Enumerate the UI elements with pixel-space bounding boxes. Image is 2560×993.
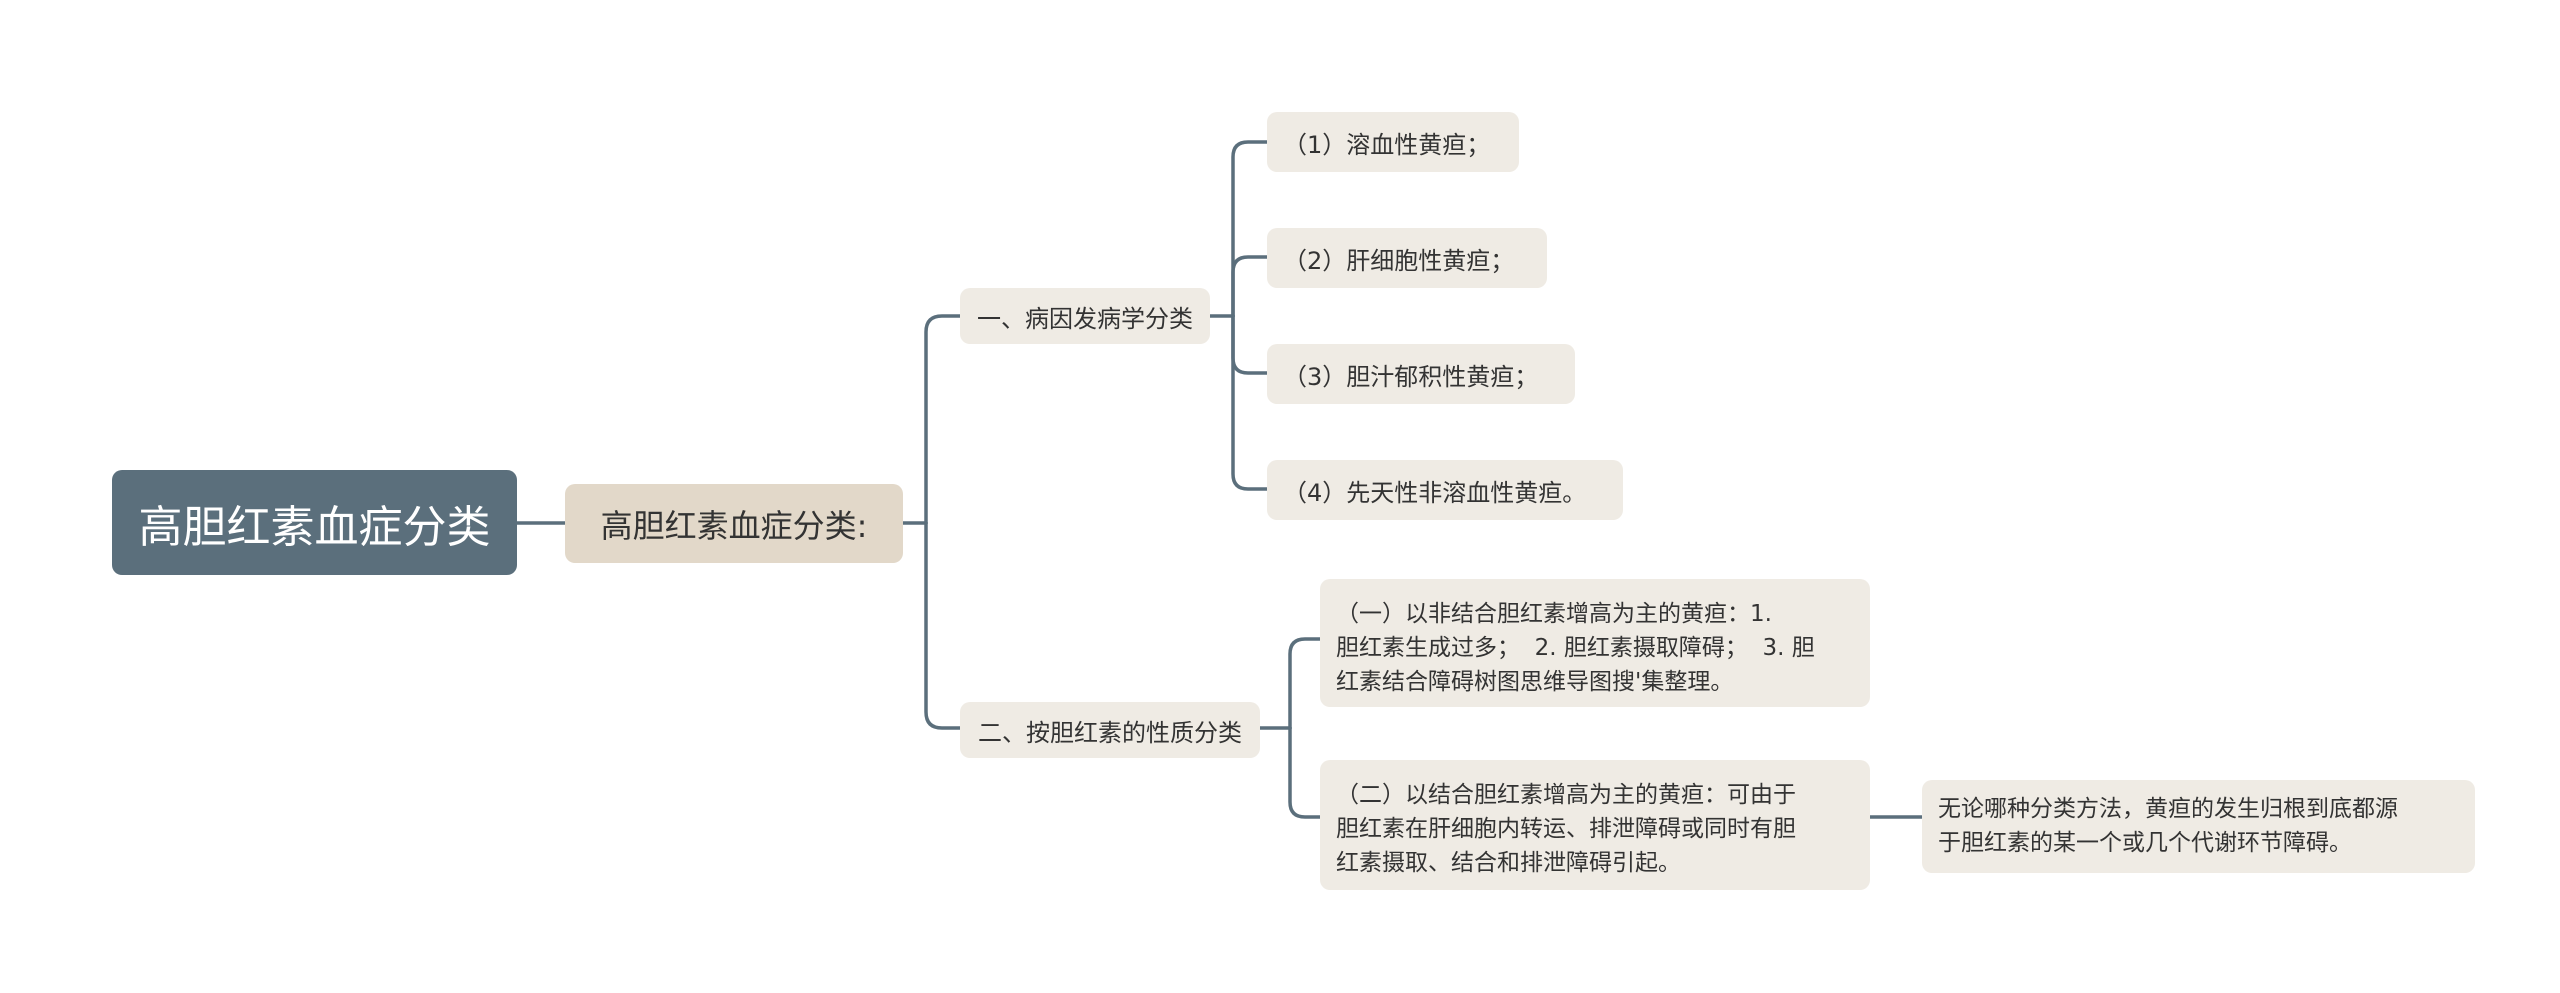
paragraph-line: （一）以非结合胆红素增高为主的黄疸：1. xyxy=(1336,601,1772,627)
root-node[interactable]: 高胆红素血症分类 xyxy=(112,470,517,575)
branch-nature-node[interactable]: 二、按胆红素的性质分类 xyxy=(960,702,1260,758)
leaf-label: （2）肝细胞性黄疸； xyxy=(1283,246,1515,275)
branch-pathogenesis-label: 一、病因发病学分类 xyxy=(977,304,1193,333)
paragraph-line: 红素结合障碍树图思维导图搜'集整理。 xyxy=(1336,669,1734,695)
branch-pathogenesis-node[interactable]: 一、病因发病学分类 xyxy=(960,288,1210,344)
connector-pathogenesis-leaf-2 xyxy=(1231,255,1269,318)
leaf-label: （4）先天性非溶血性黄疸。 xyxy=(1283,478,1587,507)
pathogenesis-leaf-4[interactable]: （4）先天性非溶血性黄疸。 xyxy=(1267,460,1623,520)
root-label: 高胆红素血症分类 xyxy=(138,501,491,553)
connector-nature-unconjugated xyxy=(1288,637,1322,730)
pathogenesis-leaf-3[interactable]: （3）胆汁郁积性黄疸； xyxy=(1267,344,1575,404)
connector-nature-conjugated xyxy=(1288,726,1322,819)
connector-pathogenesis-leaf-4 xyxy=(1231,314,1269,491)
paragraph-line: 胆红素在肝细胞内转运、排泄障碍或同时有胆 xyxy=(1336,816,1796,842)
level1-node[interactable]: 高胆红素血症分类: xyxy=(565,484,903,563)
nature-unconjugated-node[interactable]: （一）以非结合胆红素增高为主的黄疸：1. 胆红素生成过多； 2. 胆红素摄取障碍… xyxy=(1320,579,1870,707)
nature-conjugated-node[interactable]: （二）以结合胆红素增高为主的黄疸：可由于 胆红素在肝细胞内转运、排泄障碍或同时有… xyxy=(1320,760,1870,890)
paragraph-line: （二）以结合胆红素增高为主的黄疸：可由于 xyxy=(1336,782,1796,808)
branch-nature-label: 二、按胆红素的性质分类 xyxy=(978,718,1242,747)
level1-label: 高胆红素血症分类: xyxy=(600,506,868,545)
connector-level1-branch-nature xyxy=(924,521,962,730)
connector-level1-branch-pathogenesis xyxy=(924,314,962,525)
paragraph-line: 胆红素生成过多； 2. 胆红素摄取障碍； 3. 胆 xyxy=(1336,635,1815,661)
paragraph-line: 无论哪种分类方法，黄疸的发生归根到底都源 xyxy=(1938,796,2398,822)
classification-note-node[interactable]: 无论哪种分类方法，黄疸的发生归根到底都源 于胆红素的某一个或几个代谢环节障碍。 xyxy=(1922,780,2475,873)
pathogenesis-leaf-2[interactable]: （2）肝细胞性黄疸； xyxy=(1267,228,1547,288)
pathogenesis-leaf-1[interactable]: （1）溶血性黄疸； xyxy=(1267,112,1519,172)
leaf-label: （1）溶血性黄疸； xyxy=(1283,130,1491,159)
paragraph-line: 于胆红素的某一个或几个代谢环节障碍。 xyxy=(1938,830,2352,856)
connector-pathogenesis-leaf-3 xyxy=(1231,314,1269,375)
leaf-label: （3）胆汁郁积性黄疸； xyxy=(1283,362,1539,391)
paragraph-line: 红素摄取、结合和排泄障碍引起。 xyxy=(1336,850,1681,876)
connector-pathogenesis-leaf-1 xyxy=(1231,140,1269,318)
